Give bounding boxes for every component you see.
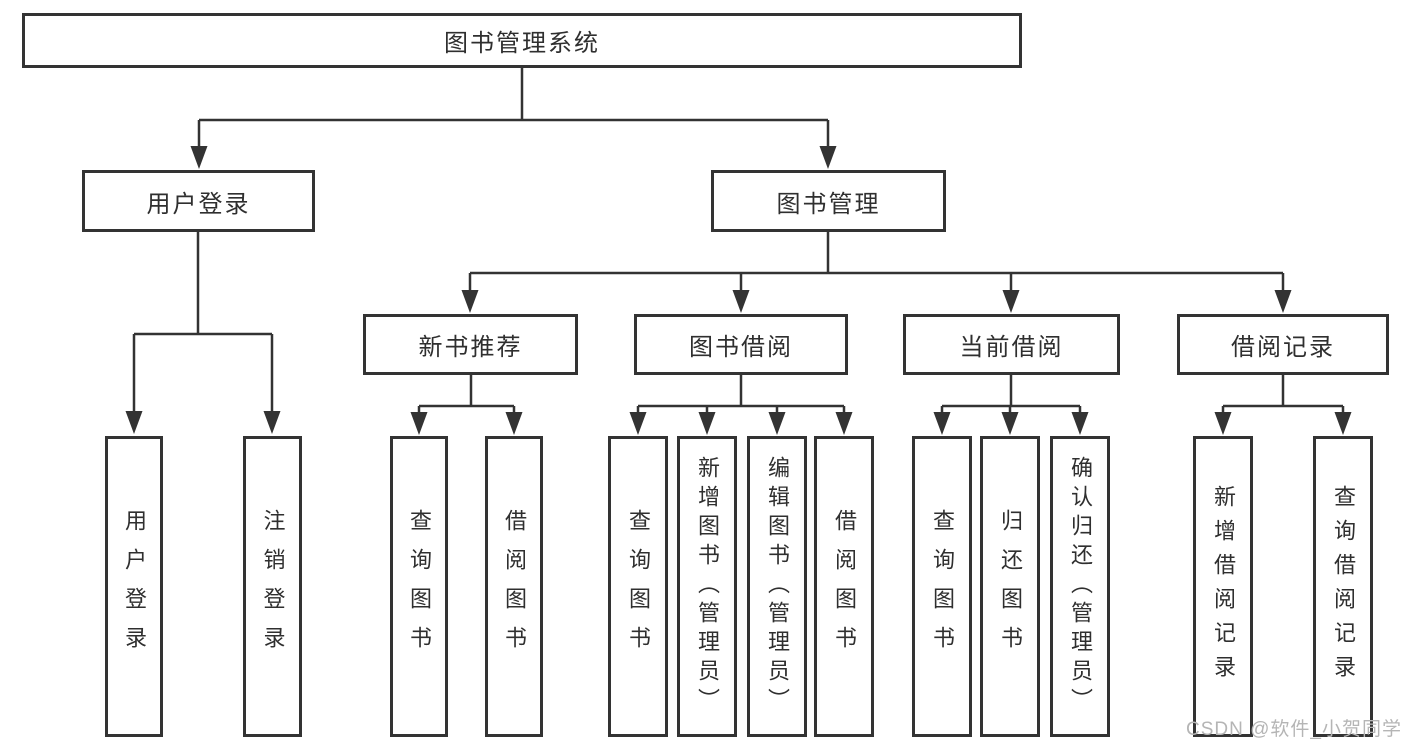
node-return-books: 归还图书	[980, 436, 1040, 737]
node-query-books: 查询图书	[912, 436, 972, 737]
node-label: 注销登录	[260, 508, 286, 665]
node-confirm-return-admin: 确认归还（管理员）	[1050, 436, 1110, 737]
node-label: 查询图书	[930, 508, 955, 665]
node-label: 借阅图书	[502, 508, 527, 665]
node-label: 新增图书（管理员）	[695, 456, 720, 717]
node-add-borrow-record: 新增借阅记录	[1193, 436, 1253, 737]
node-book-borrow: 图书借阅	[634, 314, 848, 375]
node-label: 查询借阅记录	[1331, 484, 1356, 689]
node-label: 用户登录	[122, 508, 147, 665]
node-label: 图书管理系统	[444, 30, 600, 57]
node-label: 用户登录	[146, 190, 251, 218]
node-label: 查询图书	[626, 508, 651, 665]
node-label: 借阅记录	[1231, 334, 1335, 361]
node-new-book-recommend: 新书推荐	[363, 314, 578, 375]
node-borrow-books: 借阅图书	[485, 436, 543, 737]
watermark-text: CSDN @软件_小贺同学	[1186, 719, 1402, 740]
node-label: 查询图书	[407, 508, 432, 665]
node-edit-books-admin: 编辑图书（管理员）	[747, 436, 807, 737]
node-user-login: 用户登录	[82, 170, 315, 232]
node-query-books: 查询图书	[608, 436, 668, 737]
node-label: 编辑图书（管理员）	[765, 456, 790, 717]
node-system-root: 图书管理系统	[22, 13, 1022, 68]
node-borrow-records: 借阅记录	[1177, 314, 1389, 375]
node-label: 新书推荐	[418, 334, 523, 361]
node-add-books-admin: 新增图书（管理员）	[677, 436, 737, 737]
node-label: 当前借阅	[959, 334, 1064, 361]
node-label: 借阅图书	[832, 508, 857, 665]
arrowheads	[125, 146, 1352, 435]
node-book-management: 图书管理	[711, 170, 946, 232]
node-query-books: 查询图书	[390, 436, 448, 737]
node-label: 图书管理	[776, 190, 881, 218]
node-borrow-books: 借阅图书	[814, 436, 874, 737]
node-current-borrow: 当前借阅	[903, 314, 1120, 375]
node-label: 归还图书	[998, 508, 1023, 665]
node-query-borrow-record: 查询借阅记录	[1313, 436, 1373, 737]
node-label: 图书借阅	[689, 334, 793, 361]
connector-paths	[132, 68, 1345, 416]
node-user-login-action: 用户登录	[105, 436, 163, 737]
node-logout: 注销登录	[243, 436, 302, 737]
node-label: 确认归还（管理员）	[1068, 456, 1093, 717]
node-label: 新增借阅记录	[1211, 484, 1236, 689]
